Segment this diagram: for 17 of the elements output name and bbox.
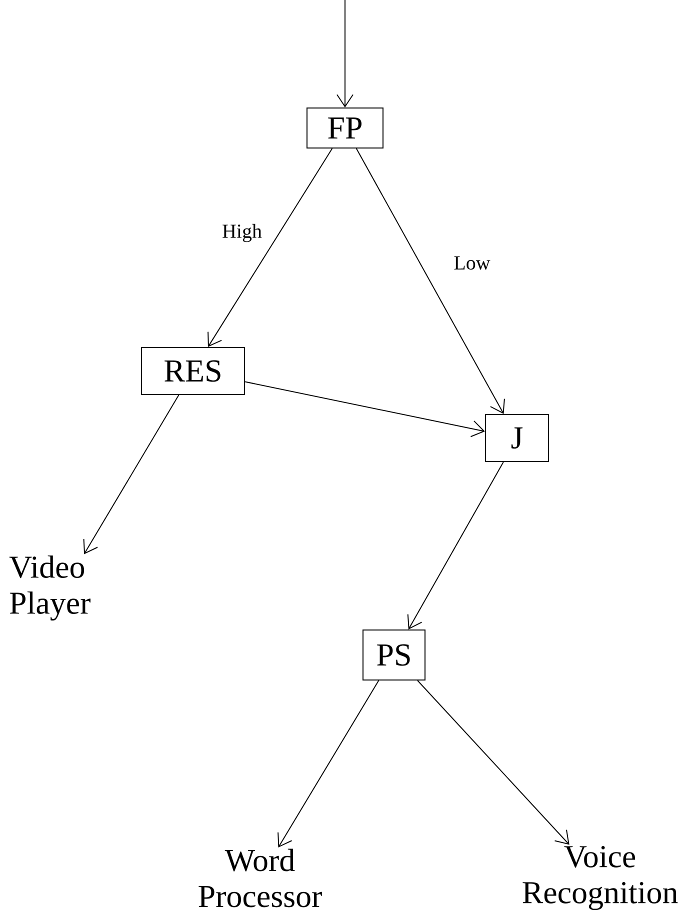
process-box: PS [362,630,426,680]
process-box: RES [141,347,245,395]
arrow [336,0,354,108]
arrow [407,462,504,630]
arrow [356,148,505,414]
output-label: Voice Recognition [522,846,678,910]
process-box: FP [306,108,384,148]
edge-label: High [221,222,263,244]
arrow [244,381,485,438]
process-box: J [485,414,549,462]
arrow [83,394,180,554]
edge-label: Low [452,255,492,271]
output-label: Video Player [9,555,90,621]
arrow [278,680,380,848]
arrow [208,148,333,347]
output-label: Word Processor [198,848,322,908]
arrow [417,680,570,845]
